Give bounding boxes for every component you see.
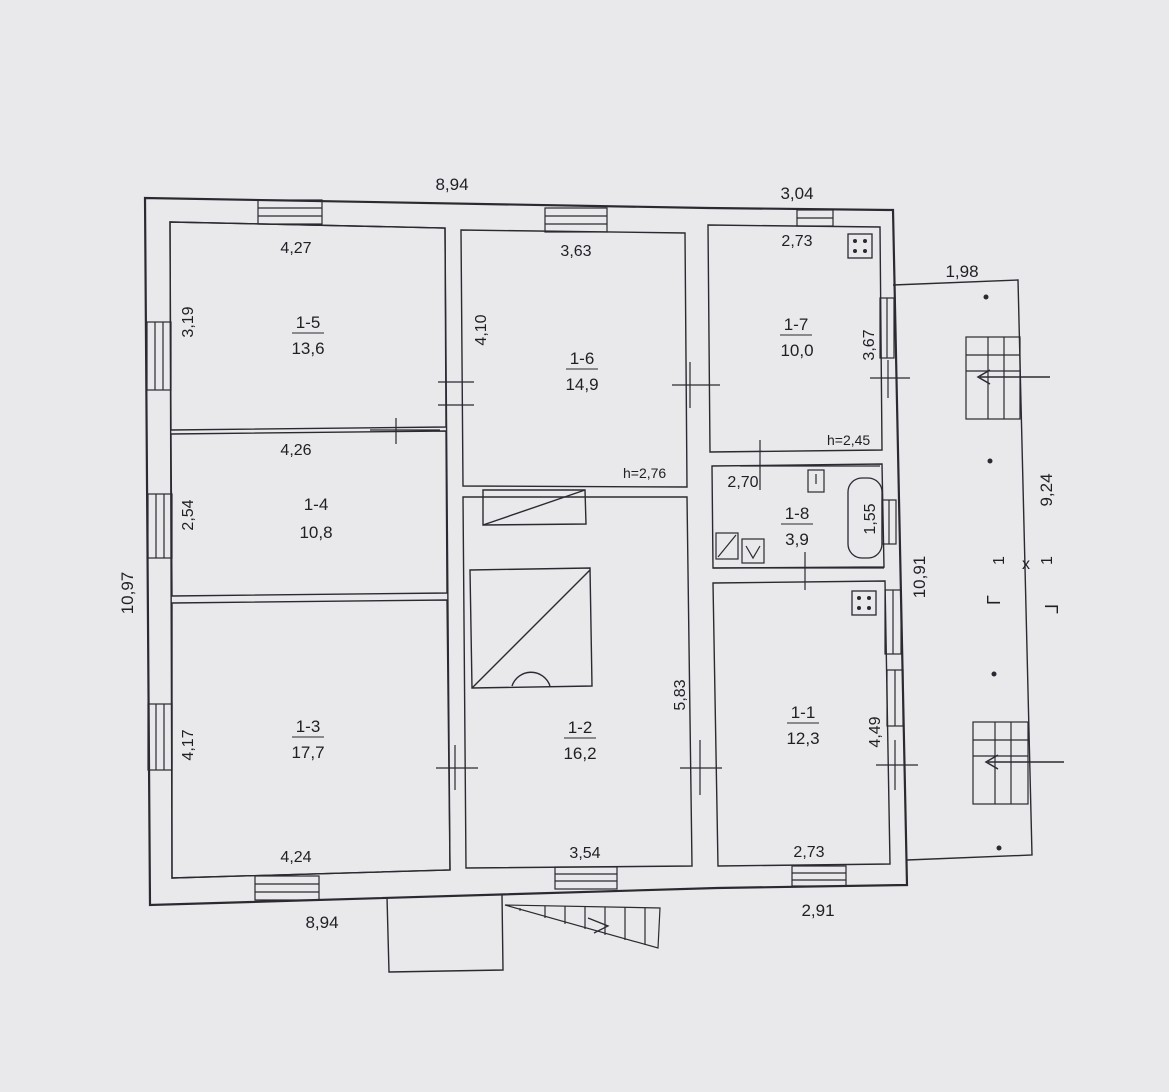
room-area: 3,9 [785, 530, 809, 549]
terrace-mark: Г [984, 595, 1004, 605]
window-left-1-5 [146, 321, 172, 391]
entry-arrow-icon [984, 754, 1064, 770]
dim-bottom-right: 2,91 [801, 901, 834, 920]
door-marks [370, 360, 918, 795]
room-1-3: 1-3 17,7 4,24 4,17 [180, 717, 325, 866]
room-width: 2,73 [781, 233, 812, 250]
room-length: 5,83 [672, 679, 689, 710]
room-area: 13,6 [291, 339, 324, 358]
windows [146, 199, 904, 901]
terrace-post-markers [983, 294, 1002, 851]
stair-icon [972, 721, 1029, 805]
room-width: 3,63 [560, 243, 591, 260]
terrace-mark: х [1022, 556, 1030, 573]
room-height: h=2,76 [623, 465, 666, 481]
room-width: 4,26 [280, 442, 311, 459]
room-1-1: 1-1 12,3 2,73 4,49 [786, 703, 884, 861]
window-top-1-7 [796, 209, 834, 227]
window-right-1-7 [879, 297, 895, 359]
room-area: 14,9 [565, 375, 598, 394]
terrace-mark: 1 [1039, 556, 1056, 565]
room-width: 4,27 [280, 240, 311, 257]
window-top-1-5 [257, 199, 323, 225]
room-width: 2,73 [793, 844, 824, 861]
stove-icon [847, 233, 873, 259]
window-left-1-3 [147, 703, 173, 771]
window-bottom-1-3 [254, 875, 320, 901]
bathtub-icon [847, 477, 883, 559]
window-left-1-4 [147, 493, 173, 559]
room-number: 1-8 [785, 504, 810, 523]
fireplace-icon [469, 567, 593, 689]
room-number: 1-7 [784, 315, 809, 334]
dim-right: 10,91 [910, 556, 929, 599]
room-length: 2,54 [180, 499, 197, 530]
stove-icon [851, 590, 877, 616]
room-area: 10,8 [299, 523, 332, 542]
room-number: 1-2 [568, 718, 593, 737]
stair-icon [482, 489, 587, 526]
room-1-6: 1-6 14,9 3,63 4,10 h=2,76 [473, 243, 666, 481]
outer-dimensions: 8,94 3,04 8,94 2,91 10,97 10,91 1,98 9,2… [118, 175, 1056, 932]
window-top-1-6 [544, 207, 608, 233]
room-length: 4,49 [867, 716, 884, 747]
dim-terrace-top: 1,98 [945, 262, 978, 281]
room-1-5: 1-5 13,6 4,27 3,19 [180, 240, 325, 358]
room-length: 3,67 [861, 329, 878, 360]
room-number: 1-1 [791, 703, 816, 722]
room-number: 1-5 [296, 313, 321, 332]
room-area: 16,2 [563, 744, 596, 763]
room-area: 12,3 [786, 729, 819, 748]
terrace-mark: 1 [991, 556, 1008, 565]
toilet-icon [807, 469, 825, 493]
room-area: 17,7 [291, 743, 324, 762]
room-height: h=2,45 [827, 432, 870, 448]
stair-icon [965, 336, 1021, 420]
window-right-1-1-upper [884, 589, 902, 655]
terrace-mark: Г [1041, 604, 1061, 614]
sink-icon [715, 532, 765, 564]
dim-terrace-right: 9,24 [1037, 473, 1056, 506]
room-1-7: 1-7 10,0 2,73 3,67 h=2,45 [780, 233, 878, 448]
room-1-8: 1-8 3,9 2,70 1,55 [727, 474, 879, 549]
room-1-2: 1-2 16,2 3,54 5,83 [563, 679, 689, 862]
dim-bottom-main: 8,94 [305, 913, 338, 932]
window-right-1-1-lower [886, 669, 904, 727]
room-length: 1,55 [862, 503, 879, 534]
window-bottom-1-2 [554, 866, 618, 890]
dim-top-right: 3,04 [780, 184, 813, 203]
room-number: 1-4 [304, 495, 329, 514]
entry-arrow-icon [976, 369, 1050, 385]
room-1-4: 1-4 10,8 4,26 2,54 [180, 442, 333, 542]
stair-icon [504, 904, 661, 949]
room-number: 1-6 [570, 349, 595, 368]
room-length: 3,19 [180, 306, 197, 337]
room-width: 2,70 [727, 474, 758, 491]
room-length: 4,10 [473, 314, 490, 345]
dim-top-main: 8,94 [435, 175, 468, 194]
dim-left: 10,97 [118, 572, 137, 615]
room-area: 10,0 [780, 341, 813, 360]
window-bottom-1-1 [791, 865, 847, 887]
room-length: 4,17 [180, 729, 197, 760]
room-width: 3,54 [569, 845, 600, 862]
room-number: 1-3 [296, 717, 321, 736]
terrace-marks: Г 1 х 1 Г [984, 556, 1061, 614]
room-width: 4,24 [280, 849, 311, 866]
